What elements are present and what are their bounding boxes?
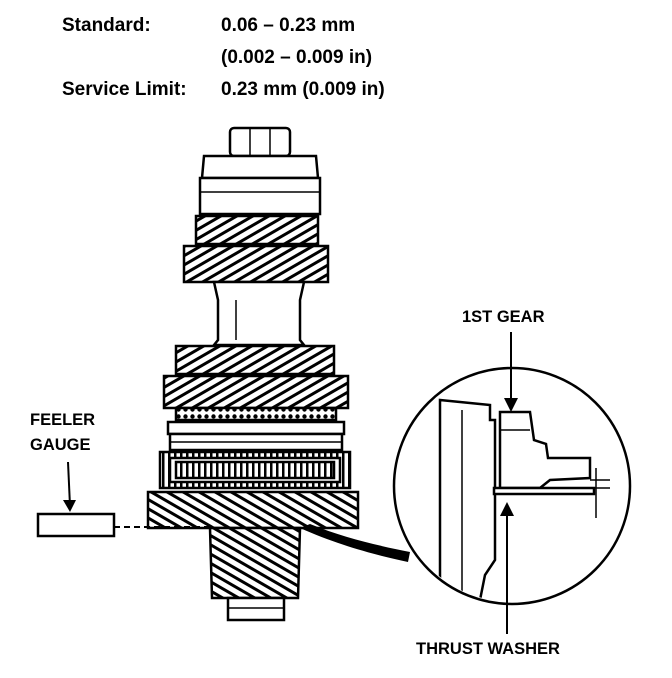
middle-gear-1 [174,344,336,376]
shaft-assembly [146,126,360,622]
thrust-washer-label: THRUST WASHER [416,640,560,658]
first-gear-arrowhead [504,398,518,412]
feeler-gauge-arrow-shaft [67,461,71,507]
first-gear-arrow [504,332,518,412]
feeler-gauge [36,461,210,538]
service-limit-value: 0.23 mm (0.009 in) [221,79,385,100]
shaft-neck [211,280,307,347]
thrust-washer-arrowhead [500,502,514,516]
detail-thrust-washer [492,486,596,496]
upper-bearing-cap [200,154,320,180]
feeler-gauge-blade [36,512,116,538]
detail-housing [438,398,497,602]
first-gear-label: 1ST GEAR [462,308,545,326]
standard-mm-value: 0.06 – 0.23 mm [221,15,356,36]
middle-gear-2 [162,374,350,410]
needle-bearing [174,406,338,422]
detail-pointer [300,524,410,562]
feeler-gauge-label-line1: FEELER [30,411,96,429]
upper-gear-1 [194,214,320,246]
upper-gear-2 [182,244,330,284]
thrust-washer-arrow [500,502,514,634]
thrust-plate [166,420,346,436]
standard-in-value: (0.002 – 0.009 in) [221,47,373,68]
feeler-gauge-arrowhead [63,500,76,512]
standard-label: Standard: [62,15,151,36]
service-limit-label: Service Limit: [62,79,187,100]
feeler-gauge-label-line2: GAUGE [30,436,91,454]
upper-bearing [198,176,322,216]
first-gear [146,490,360,530]
lower-shaft-gear [208,526,302,600]
shaft-nut [228,126,292,158]
shaft-end [226,596,286,622]
